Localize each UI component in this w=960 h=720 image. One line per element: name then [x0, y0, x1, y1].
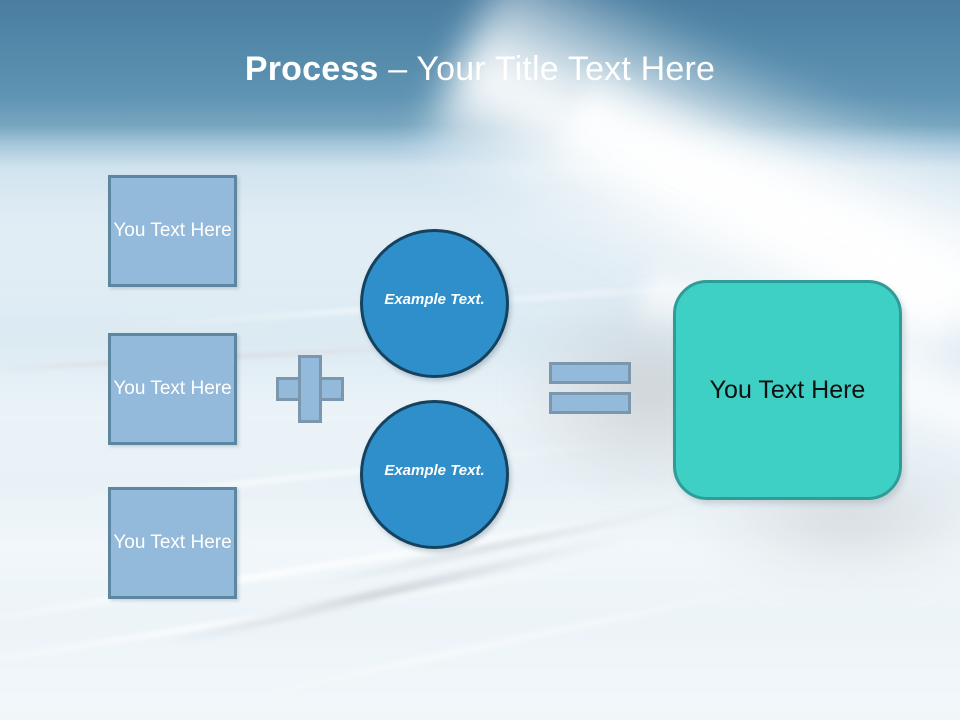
process-circle-2[interactable]: Example Text.	[360, 400, 509, 549]
equals-icon-top-bar	[549, 362, 631, 384]
input-box-1[interactable]: You Text Here	[108, 175, 237, 287]
input-box-2-label: You Text Here	[113, 378, 232, 399]
plus-icon	[276, 355, 344, 423]
input-box-3-label: You Text Here	[113, 532, 232, 553]
page-title-rest: – Your Title Text Here	[378, 50, 716, 88]
equals-icon-bottom-bar	[549, 392, 631, 414]
process-circle-1[interactable]: Example Text.	[360, 229, 509, 378]
result-box-label: You Text Here	[709, 375, 866, 404]
page-title-bold: Process	[244, 50, 379, 88]
input-box-1-label: You Text Here	[113, 220, 232, 241]
input-box-3[interactable]: You Text Here	[108, 487, 237, 599]
process-circle-2-label: Example Text.	[384, 462, 485, 479]
input-box-2[interactable]: You Text Here	[108, 333, 237, 445]
result-box[interactable]: You Text Here	[673, 280, 902, 500]
process-circle-1-label: Example Text.	[384, 291, 485, 308]
page-title: Process – Your Title Text Here	[0, 48, 960, 90]
plus-icon-center-fill	[301, 380, 319, 398]
equals-icon	[549, 362, 631, 414]
